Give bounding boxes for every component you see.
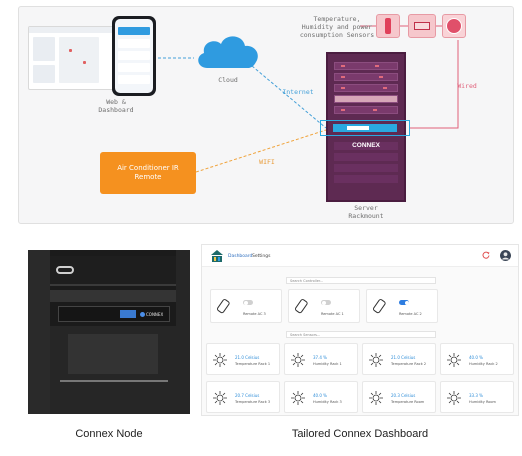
sensor-value: 37.4 % — [313, 355, 327, 360]
cloud-icon — [198, 36, 258, 68]
remote-icon — [373, 299, 386, 314]
sensor-value: 21.0 Celsius — [391, 355, 416, 360]
controller-toggle[interactable] — [321, 300, 331, 305]
sensor-icon — [369, 391, 383, 405]
controller-name: Remote AC 2 — [399, 312, 422, 316]
search-sensors-input[interactable]: Search Sensors... — [286, 331, 436, 338]
node-unit-brand: CONNEX — [146, 312, 164, 317]
remote-icon — [217, 299, 230, 314]
sensor-card[interactable]: 20.3 Celsius Temperature Room — [362, 381, 436, 413]
sensor-name: Humidity Rack 1 — [313, 362, 342, 366]
sensor-card[interactable]: 21.0 Celsius Temperature Rack 2 — [362, 343, 436, 375]
phone-mockup — [112, 16, 156, 96]
ac-remote-label: Air Conditioner IR Remote — [117, 164, 179, 181]
sensor-icon — [291, 391, 305, 405]
search-controller-input[interactable]: Search Controller... — [286, 277, 436, 284]
nav-dashboard[interactable]: Dashboard — [228, 254, 253, 259]
sensor-value: 40.0 % — [313, 393, 327, 398]
sensor-name: Humidity Rack 2 — [469, 362, 498, 366]
sensor-device-2 — [408, 14, 436, 38]
controller-toggle[interactable] — [399, 300, 409, 305]
sensor-value: 21.0 Celsius — [235, 355, 260, 360]
sensor-card[interactable]: 21.0 Celsius Temperature Rack 1 — [206, 343, 280, 375]
internet-label: Internet — [282, 88, 314, 96]
avatar-icon[interactable] — [500, 250, 511, 261]
sensor-icon — [447, 353, 461, 367]
sensor-card[interactable]: 37.4 % Humidity Rack 1 — [284, 343, 358, 375]
web-dashboard-label: Web & Dashboard — [98, 98, 134, 114]
controller-name: Remote AC 1 — [321, 312, 344, 316]
remote-icon — [295, 299, 308, 314]
connex-node-photo: CONNEX — [28, 250, 190, 414]
sensor-icon — [213, 353, 227, 367]
sensor-value: 20.7 Celsius — [235, 393, 260, 398]
sensor-value: 20.3 Celsius — [391, 393, 416, 398]
wired-line — [410, 40, 459, 129]
cloud-label: Cloud — [218, 76, 238, 84]
sensor-name: Temperature Rack 1 — [235, 362, 271, 366]
wifi-line — [195, 129, 327, 173]
sensor-name: Humidity Room — [469, 400, 496, 404]
sensor-card[interactable]: 20.7 Celsius Temperature Rack 3 — [206, 381, 280, 413]
sensor-name: Humidity Rack 3 — [313, 400, 342, 404]
refresh-icon[interactable] — [482, 251, 490, 259]
internet-line — [251, 65, 327, 129]
nav-settings[interactable]: Settings — [252, 254, 271, 259]
sensor-icon — [369, 353, 383, 367]
caption-dashboard: Tailored Connex Dashboard — [291, 428, 429, 440]
controller-card[interactable]: Remote AC 1 — [288, 289, 360, 323]
sensor-name: Temperature Room — [391, 400, 425, 404]
sensor-card[interactable]: 40.0 % Humidity Rack 2 — [440, 343, 514, 375]
sensor-icon — [213, 391, 227, 405]
wired-label: Wired — [457, 82, 477, 90]
logo-icon — [211, 250, 223, 262]
dashboard-screenshot: Dashboard Settings Search Controller... … — [201, 244, 519, 416]
sensor-name: Temperature Rack 2 — [391, 362, 427, 366]
controller-toggle[interactable] — [243, 300, 253, 305]
connex-unit — [333, 124, 397, 132]
wifi-label: WIFI — [259, 158, 275, 166]
sensor-value: 40.0 % — [469, 355, 483, 360]
controller-name: Remote AC 3 — [243, 312, 266, 316]
controller-card[interactable]: Remote AC 3 — [210, 289, 282, 323]
sensor-device-1 — [376, 14, 400, 38]
sensor-name: Temperature Rack 3 — [235, 400, 271, 404]
connex-rack-label: CONNEX — [352, 142, 380, 149]
sensor-icon — [447, 391, 461, 405]
sensor-device-3 — [442, 14, 466, 38]
controller-card[interactable]: Remote AC 2 — [366, 289, 438, 323]
caption-node: Connex Node — [75, 428, 143, 440]
sensors-label: Temperature, Humidity and power consumpt… — [299, 15, 375, 39]
connex-highlight-box — [320, 120, 410, 136]
sensor-value: 33.3 % — [469, 393, 483, 398]
sensor-card[interactable]: 40.0 % Humidity Rack 3 — [284, 381, 358, 413]
web-dashboard-browser — [28, 26, 128, 90]
sensor-card[interactable]: 33.3 % Humidity Room — [440, 381, 514, 413]
sensor-icon — [291, 353, 305, 367]
rack-label: Server Rackmount — [348, 204, 384, 220]
ac-remote-box: Air Conditioner IR Remote — [100, 152, 196, 194]
